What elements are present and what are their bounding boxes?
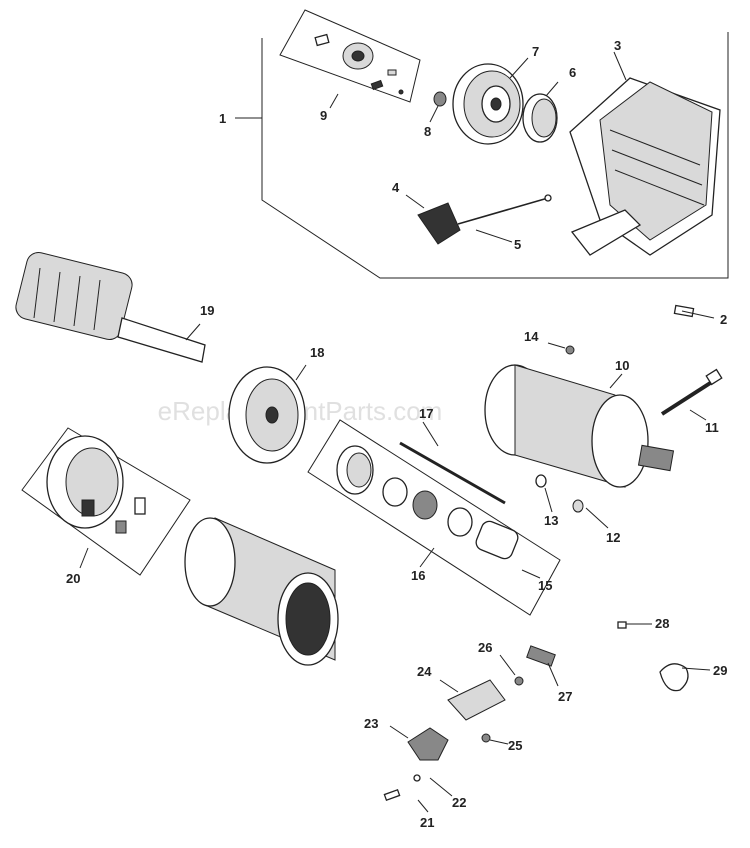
callout-9: 9 xyxy=(320,108,327,123)
callout-14: 14 xyxy=(524,329,539,344)
callout-2: 2 xyxy=(720,312,727,327)
callout-11: 11 xyxy=(705,420,719,435)
group-9-box xyxy=(279,9,421,103)
part-8-nut xyxy=(433,91,447,107)
part-12-bushing xyxy=(572,499,584,513)
callout-26: 26 xyxy=(478,640,492,655)
callout-24: 24 xyxy=(417,664,432,679)
callout-10: 10 xyxy=(615,358,629,373)
part-28-pin xyxy=(617,621,627,629)
part-5-rod xyxy=(457,197,549,225)
callout-20: 20 xyxy=(66,571,80,586)
part-21-screw xyxy=(383,788,401,802)
callout-1: 1 xyxy=(219,111,226,126)
callout-25: 25 xyxy=(508,738,522,753)
callout-22: 22 xyxy=(452,795,466,810)
callout-27: 27 xyxy=(558,689,572,704)
part-18-end-cap xyxy=(228,366,306,464)
part-20-brush-plate xyxy=(46,435,146,534)
callout-15: 15 xyxy=(538,578,552,593)
callout-7: 7 xyxy=(532,44,539,59)
callout-12: 12 xyxy=(606,530,620,545)
part-7-pulley xyxy=(452,63,524,145)
part-11-bolt xyxy=(660,368,723,416)
callout-3: 3 xyxy=(614,38,621,53)
part-23-solenoid xyxy=(407,727,449,761)
part-19-armature xyxy=(15,251,206,363)
field-frame xyxy=(184,517,339,666)
part-24-bracket xyxy=(447,679,506,721)
callout-5: 5 xyxy=(514,237,521,252)
part-29-cap xyxy=(659,663,689,692)
part-27-clip xyxy=(526,645,556,667)
part-26-nut xyxy=(514,676,524,686)
callout-28: 28 xyxy=(655,616,669,631)
part-14-nut xyxy=(565,345,575,355)
callout-19: 19 xyxy=(200,303,214,318)
callout-23: 23 xyxy=(364,716,378,731)
group-15-box xyxy=(307,419,561,616)
callout-16: 16 xyxy=(411,568,425,583)
leader-lines xyxy=(79,51,715,813)
callout-29: 29 xyxy=(713,663,727,678)
callout-8: 8 xyxy=(424,124,431,139)
part-17-bolt xyxy=(399,441,506,505)
callout-4: 4 xyxy=(392,180,400,195)
part-5-rod-end xyxy=(544,194,552,202)
part-6-cap xyxy=(522,93,558,143)
part-10-motor xyxy=(484,364,675,488)
part-9-hardware xyxy=(314,33,404,95)
callout-21: 21 xyxy=(420,815,434,830)
part-13-washer xyxy=(535,474,547,488)
part-3-housing xyxy=(569,77,721,256)
part-4-block xyxy=(417,202,461,245)
group-20-box xyxy=(21,427,191,576)
part-22-washer xyxy=(413,774,421,782)
callout-6: 6 xyxy=(569,65,576,80)
callout-13: 13 xyxy=(544,513,558,528)
callout-17: 17 xyxy=(419,406,433,421)
callout-18: 18 xyxy=(310,345,324,360)
part-25-nut xyxy=(481,733,491,743)
part-16-drive xyxy=(336,445,519,560)
assembly-1-boundary xyxy=(261,32,729,279)
